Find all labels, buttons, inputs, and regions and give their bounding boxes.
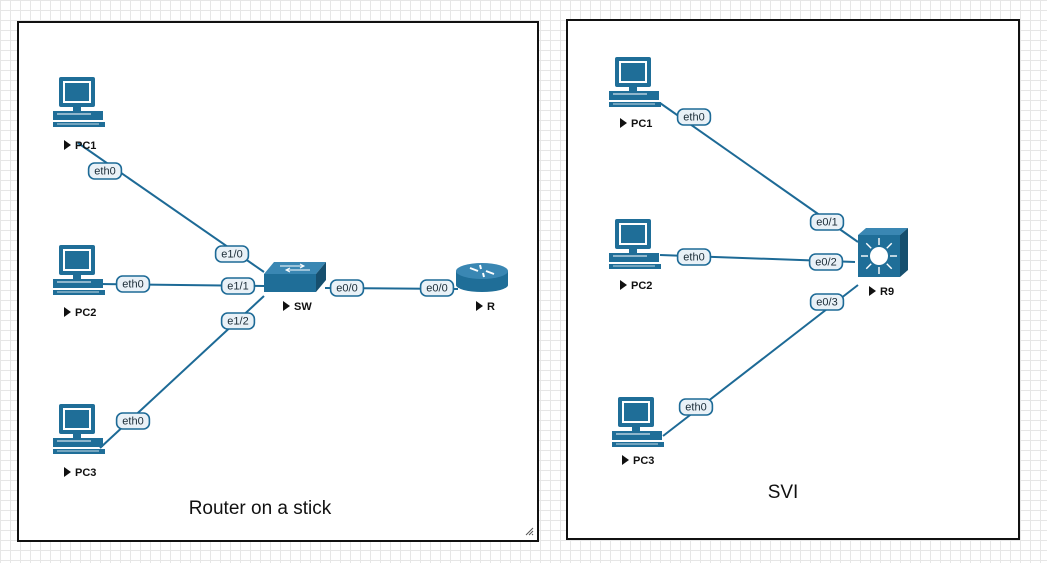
interface-label-sw-e0-0: e0/0 xyxy=(329,279,365,297)
node-label-text: R xyxy=(487,301,495,313)
play-icon[interactable] xyxy=(622,455,629,465)
play-icon[interactable] xyxy=(476,301,483,311)
router-icon[interactable] xyxy=(456,263,508,292)
interface-label-text: e0/0 xyxy=(426,283,447,295)
node-label-text: R9 xyxy=(880,286,894,298)
interface-label-text: e0/0 xyxy=(336,283,357,295)
interface-label-text: e1/2 xyxy=(227,316,248,328)
desktop-pc-icon[interactable] xyxy=(53,77,105,127)
node-label-r9[interactable]: R9 xyxy=(869,286,894,298)
interface-label-text: e0/2 xyxy=(815,257,836,269)
node-label-r[interactable]: R xyxy=(476,301,495,313)
interface-label-text: eth0 xyxy=(94,166,115,178)
interface-label-r9-e0-1: e0/1 xyxy=(809,213,845,231)
interface-label-text: eth0 xyxy=(683,252,704,264)
node-label-pc2[interactable]: PC2 xyxy=(64,307,96,319)
interface-label-pc2-eth0: eth0 xyxy=(676,248,712,266)
play-icon[interactable] xyxy=(620,280,627,290)
interface-label-r-e0-0: e0/0 xyxy=(419,279,455,297)
topology-caption: SVI xyxy=(767,482,799,503)
play-icon[interactable] xyxy=(64,467,71,477)
node-label-pc2[interactable]: PC2 xyxy=(620,280,652,292)
play-icon[interactable] xyxy=(64,307,71,317)
node-label-text: PC2 xyxy=(75,307,96,319)
node-label-sw[interactable]: SW xyxy=(283,301,312,313)
switch-icon[interactable] xyxy=(264,262,326,292)
interface-label-sw-e1-2: e1/2 xyxy=(220,312,256,330)
interface-label-pc1-eth0: eth0 xyxy=(676,108,712,126)
play-icon[interactable] xyxy=(283,301,290,311)
interface-label-text: e1/0 xyxy=(221,249,242,261)
resize-grip-icon[interactable] xyxy=(524,526,534,536)
interface-label-text: eth0 xyxy=(122,416,143,428)
desktop-pc-icon[interactable] xyxy=(609,57,661,107)
interface-label-r9-e0-2: e0/2 xyxy=(808,253,844,271)
node-label-pc3[interactable]: PC3 xyxy=(64,467,96,479)
desktop-pc-icon[interactable] xyxy=(612,397,664,447)
interface-label-text: eth0 xyxy=(685,402,706,414)
play-icon[interactable] xyxy=(64,140,71,150)
interface-label-pc2-eth0: eth0 xyxy=(115,275,151,293)
interface-label-text: eth0 xyxy=(122,279,143,291)
interface-label-text: e0/1 xyxy=(816,217,837,229)
node-label-text: PC3 xyxy=(633,455,654,467)
interface-label-text: eth0 xyxy=(683,112,704,124)
node-label-text: PC1 xyxy=(75,140,96,152)
node-label-text: PC3 xyxy=(75,467,96,479)
interface-label-text: e1/1 xyxy=(227,281,248,293)
interface-label-pc3-eth0: eth0 xyxy=(678,398,714,416)
interface-label-r9-e0-3: e0/3 xyxy=(809,293,845,311)
desktop-pc-icon[interactable] xyxy=(53,245,105,295)
node-label-text: PC1 xyxy=(631,118,652,130)
node-label-pc1[interactable]: PC1 xyxy=(620,118,652,130)
node-label-pc3[interactable]: PC3 xyxy=(622,455,654,467)
layer3-switch-icon[interactable] xyxy=(858,228,908,277)
node-label-text: PC2 xyxy=(631,280,652,292)
interface-label-sw-e1-1: e1/1 xyxy=(220,277,256,295)
interface-label-sw-e1-0: e1/0 xyxy=(214,245,250,263)
node-label-pc1[interactable]: PC1 xyxy=(64,140,96,152)
desktop-pc-icon[interactable] xyxy=(609,219,661,269)
play-icon[interactable] xyxy=(869,286,876,296)
interface-label-text: e0/3 xyxy=(816,297,837,309)
interface-label-pc3-eth0: eth0 xyxy=(115,412,151,430)
desktop-pc-icon[interactable] xyxy=(53,404,105,454)
interface-label-pc1-eth0: eth0 xyxy=(87,162,123,180)
play-icon[interactable] xyxy=(620,118,627,128)
node-label-text: SW xyxy=(294,301,312,313)
topology-caption: Router on a stick xyxy=(188,498,332,519)
